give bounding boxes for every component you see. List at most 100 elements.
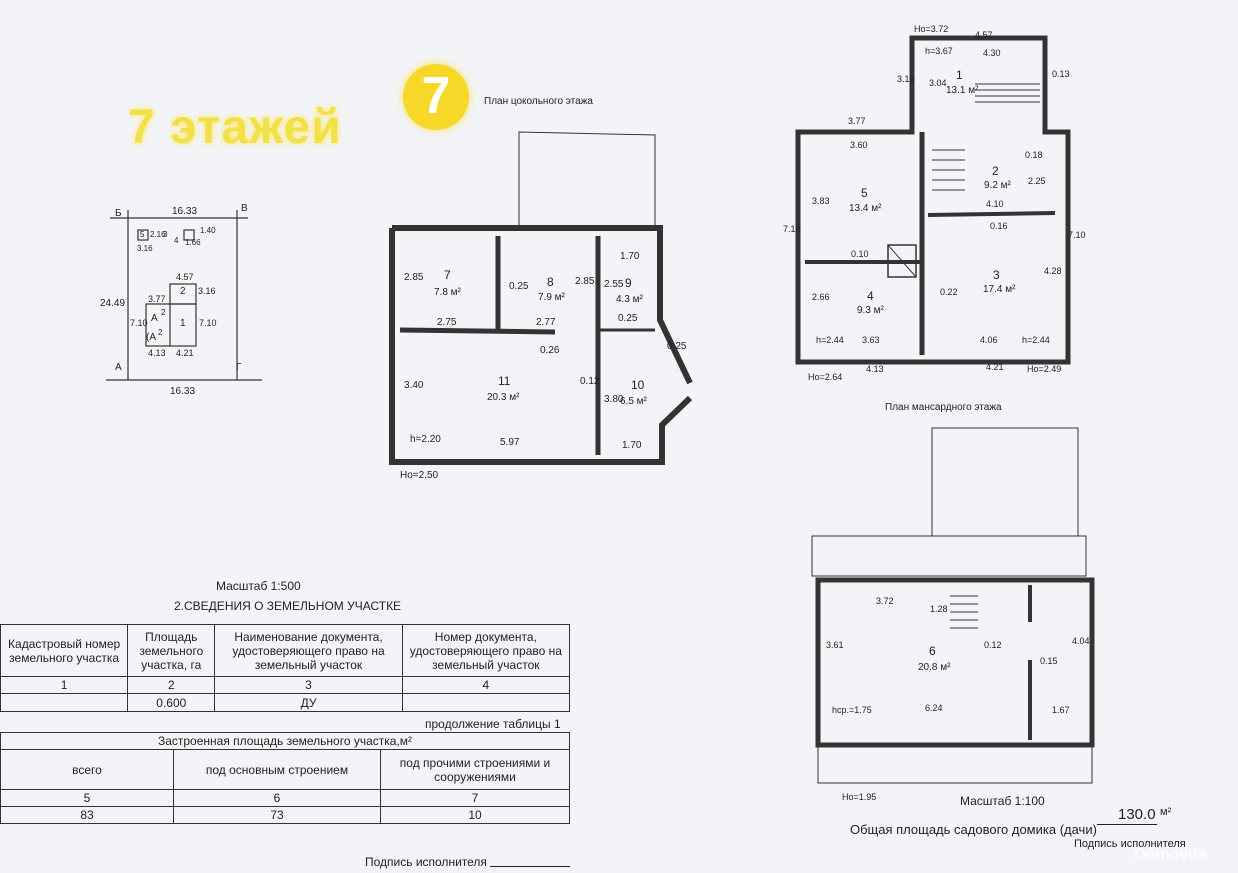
site-block-width-mid: 3.77	[148, 294, 166, 304]
attic-plan-title: План мансардного этажа	[885, 402, 1002, 413]
land-header-doc-name: Наименование документа, удостоверяющего …	[214, 624, 403, 677]
site-bottom-width: 16.33	[170, 386, 196, 397]
floor-dim-21: h=2.44	[816, 335, 844, 345]
site-small-dim-3: 3.16	[137, 244, 153, 253]
basement-dim-1: 2.85	[404, 272, 424, 283]
built-value-total: 83	[0, 806, 174, 824]
attic-dim-4: 0.12	[984, 640, 1002, 650]
site-mark-4: 4	[174, 236, 179, 245]
basement-dim-11: 3.40	[404, 380, 424, 391]
land-number-2: 2	[127, 676, 216, 694]
basement-room-7-no: 7	[444, 268, 451, 282]
attic-dim-1: 3.72	[876, 596, 894, 606]
built-header-main: под основным строением	[173, 749, 381, 790]
basement-dim-10: 0.25	[667, 341, 687, 352]
signature-left-line	[490, 866, 570, 867]
built-value-main: 73	[173, 806, 381, 824]
site-mark-5: 5	[140, 230, 145, 239]
floor-dim-6: 3.04	[929, 78, 947, 88]
basement-dim-2: 0.25	[509, 281, 529, 292]
floor-dim-10: 0.18	[1025, 150, 1043, 160]
site-corner-g: Г	[236, 362, 242, 373]
site-small-dim-4: 1.66	[185, 238, 201, 247]
floor-room-4-area: 9.3 м²	[857, 305, 884, 316]
built-header-total: всего	[0, 749, 174, 790]
floor-room-4-no: 4	[867, 289, 874, 303]
basement-dim-5: 2.55	[604, 279, 624, 290]
land-number-4: 4	[401, 676, 571, 694]
attic-dim-7: hср.=1.75	[832, 705, 872, 715]
attic-dim-2: 1.28	[930, 604, 948, 614]
basement-room-10-no: 10	[631, 378, 645, 392]
site-block-fr-bottom: 2	[158, 328, 163, 337]
land-number-1: 1	[0, 676, 129, 694]
floor-dim-16: 7.10	[1068, 230, 1086, 240]
site-corner-v: В	[241, 203, 248, 214]
built-section-title: Застроенная площадь земельного участка,м…	[0, 732, 570, 750]
built-value-other: 10	[380, 806, 570, 824]
total-area-unit: м²	[1160, 806, 1172, 818]
attic-dim-9: 1.67	[1052, 705, 1070, 715]
basement-plan-title: План цокольного этажа	[484, 96, 593, 107]
floor-dim-18: 4.28	[1044, 266, 1062, 276]
floor-dim-26: 4.21	[986, 362, 1004, 372]
site-block-label-a: А	[151, 313, 158, 324]
floor-dim-1: Но=3.72	[914, 24, 949, 34]
attic-dim-8: 6.24	[925, 703, 943, 713]
signature-right-label: Подпись исполнителя	[1074, 838, 1186, 850]
floor-dim-27: Но=2.64	[808, 372, 843, 382]
site-mark-3: 3	[163, 230, 168, 239]
floor-dim-11: 2.25	[1028, 176, 1046, 186]
basement-room-10-area: 6.5 м²	[620, 396, 647, 407]
floor-dim-2: 4.57	[975, 30, 993, 40]
basement-dim-9: 0.26	[540, 345, 560, 356]
floor-room-2-area: 9.2 м²	[984, 180, 1011, 191]
site-block-left-side: 7.10	[130, 318, 148, 328]
table-continuation: продолжение таблицы 1	[425, 717, 561, 731]
site-small-dim-2: 1.40	[200, 226, 216, 235]
brand-logo-icon: 7	[403, 64, 469, 130]
site-scale: Масштаб 1:500	[216, 579, 301, 593]
attic-room-6-area: 20.8 м²	[918, 662, 951, 673]
basement-dim-3: 2.85	[575, 276, 595, 287]
floor-dim-8: 3.77	[848, 116, 866, 126]
built-header-other: под прочими строениями и сооружениями	[380, 749, 570, 790]
basement-room-9-no: 9	[625, 276, 632, 290]
site-block-bottom-left: 4.13	[148, 348, 166, 358]
land-value-doc-number	[401, 693, 571, 712]
floor-dim-20: 0.22	[940, 287, 958, 297]
floor-dim-24: h=2.44	[1022, 335, 1050, 345]
site-block-label-a2: (А	[146, 332, 156, 343]
land-value-doc-name: ДУ	[214, 693, 403, 712]
land-table: Кадастровый номер земельного участка Пло…	[0, 624, 571, 712]
site-block-label-1: 1	[180, 318, 186, 329]
floor-dim-28: Но=2.49	[1027, 364, 1062, 374]
basement-room-8-no: 8	[547, 275, 554, 289]
signature-left-label: Подпись исполнителя	[365, 855, 487, 869]
basement-room-8-area: 7.9 м²	[538, 292, 565, 303]
floor-dim-13: 4.10	[986, 199, 1004, 209]
land-value-area: 0.600	[127, 693, 216, 712]
basement-dim-12: 0.12	[580, 376, 600, 387]
basement-dim-14: 5.97	[500, 437, 520, 448]
floor-dim-22: 3.63	[862, 335, 880, 345]
basement-dim-13: 3.80	[604, 394, 624, 405]
land-header-area: Площадь земельного участка, га	[127, 624, 216, 677]
basement-dim-15: 1.70	[622, 440, 642, 451]
land-value-cadastral	[0, 693, 129, 712]
attic-dim-5: 4.04	[1072, 636, 1090, 646]
land-number-3: 3	[214, 676, 403, 694]
total-area-value: 130.0	[1118, 806, 1156, 823]
basement-dim-4: 1.70	[620, 251, 640, 262]
site-small-dim-1: 2.16	[150, 230, 166, 239]
floor-dim-5: 3.16	[897, 74, 915, 84]
site-left-length: 24.49	[100, 298, 126, 309]
floor-dim-19: 2.66	[812, 292, 830, 302]
land-header-doc-number: Номер документа, удостоверяющего право н…	[401, 624, 571, 677]
site-block-bottom-right: 4.21	[176, 348, 194, 358]
floor-dim-3: h=3.67	[925, 46, 953, 56]
basement-height: h=2.20	[410, 434, 441, 445]
basement-room-7-area: 7.8 м²	[434, 287, 461, 298]
floor-dim-9: 3.60	[850, 140, 868, 150]
